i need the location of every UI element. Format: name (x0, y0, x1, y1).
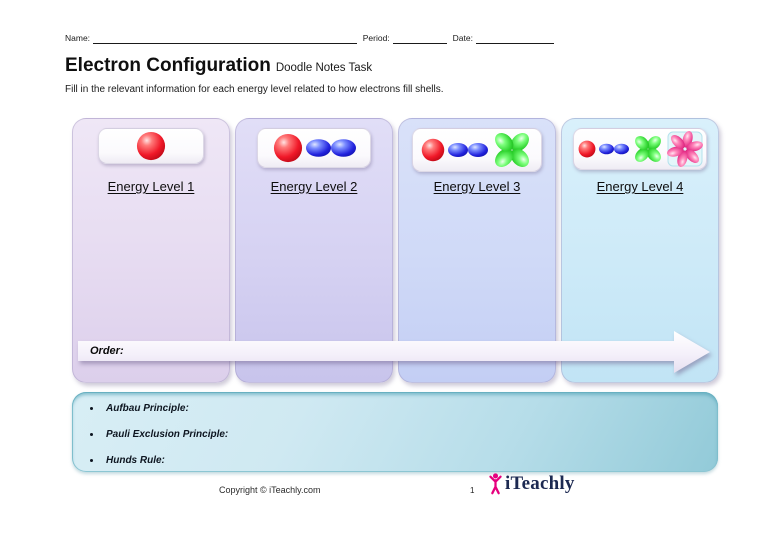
energy-level-3-title: Energy Level 3 (433, 179, 521, 194)
period-blank-line (392, 34, 447, 44)
energy-level-2-title: Energy Level 2 (270, 179, 358, 194)
name-blank-line (93, 34, 357, 44)
page-title: Electron Configuration (65, 55, 271, 76)
order-label: Order: (90, 345, 124, 357)
header-fill-in-row: Name: Period: Date: (65, 33, 554, 44)
energy-level-1-card: Energy Level 1 (72, 118, 230, 383)
d-orbital-icon (634, 136, 661, 162)
order-arrow (78, 331, 710, 373)
f-orbital-icon (666, 131, 703, 167)
period-label: Period: (362, 33, 390, 43)
name-label: Name: (65, 33, 91, 43)
date-label: Date: (452, 33, 473, 43)
principle-hunds: Hunds Rule: (102, 455, 718, 466)
brand-logo: iTeachly (488, 472, 575, 496)
date-blank-line (476, 34, 554, 44)
energy-level-3-card: Energy Level 3 (398, 118, 556, 383)
energy-level-2-card: Energy Level 2 (235, 118, 393, 383)
iteachly-figure-icon (489, 473, 502, 495)
energy-level-4-card: Energy Level 4 (561, 118, 719, 383)
s-orbital-icon (421, 138, 445, 162)
principle-aufbau: Aufbau Principle: (102, 403, 718, 414)
page-title-tag: Doodle Notes Task (275, 62, 373, 74)
instructions-text: Fill in the relevant information for eac… (65, 84, 444, 95)
principles-list: Aufbau Principle: Pauli Exclusion Princi… (72, 392, 718, 466)
principles-panel: Aufbau Principle: Pauli Exclusion Princi… (72, 392, 718, 472)
p-orbital-icon (448, 142, 488, 158)
brand-name: iTeachly (505, 473, 575, 494)
p-orbital-icon (305, 139, 356, 157)
d-orbital-icon (495, 133, 529, 167)
s-orbital-icon (578, 140, 595, 158)
energy-level-4-title: Energy Level 4 (596, 179, 684, 194)
s-orbital-icon (136, 131, 166, 161)
orbital-pill (412, 128, 542, 172)
orbital-pill (98, 128, 204, 164)
copyright-text: Copyright © iTeachly.com (219, 485, 321, 495)
orbital-pill (257, 128, 371, 168)
energy-level-1-title: Energy Level 1 (107, 179, 195, 194)
s-orbital-icon (273, 133, 302, 163)
orbital-pill (573, 128, 707, 170)
p-orbital-icon (598, 143, 629, 155)
principle-pauli: Pauli Exclusion Principle: (102, 429, 718, 440)
page-number: 1 (470, 486, 475, 495)
title-row: Electron Configuration Doodle Notes Task (65, 55, 372, 77)
